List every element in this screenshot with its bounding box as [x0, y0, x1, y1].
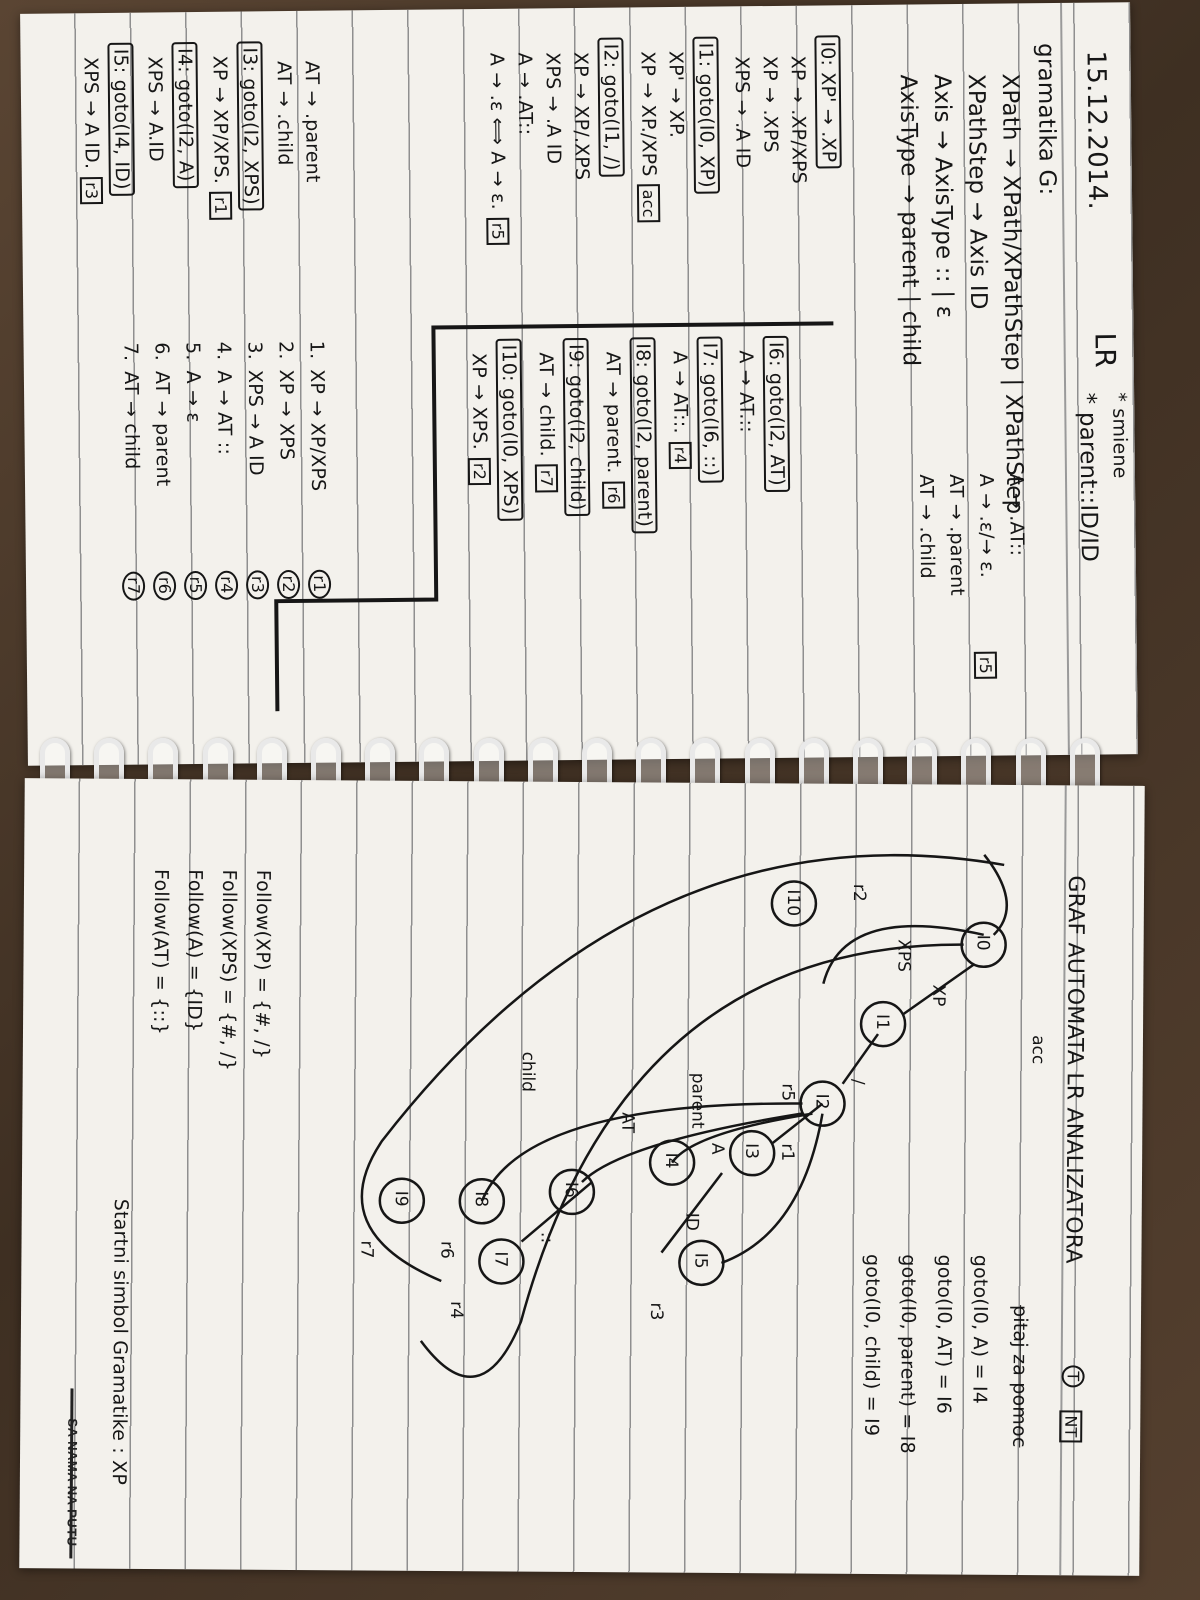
- notebook-page-bottom: GRAF AUTOMATA LR ANALIZATORA T NT pitaj …: [19, 778, 1145, 1576]
- graph-node: I4: [661, 1153, 681, 1169]
- follow-sets: Follow(XP) = {#, /} Follow(XPS) = {#, /}…: [149, 869, 274, 1071]
- graph-node: I2: [811, 1094, 831, 1110]
- graph-node: I10: [783, 889, 803, 916]
- edge-label: /: [848, 1079, 868, 1085]
- follow-set: Follow(A) = {ID}: [183, 869, 207, 1033]
- notebook-page-top: 15.12.2014. LR * smiene * parent::ID/ID …: [20, 2, 1138, 766]
- edge-label: A: [707, 1143, 727, 1155]
- edge-label: ID: [682, 1213, 702, 1231]
- graph-node: I1: [872, 1014, 892, 1030]
- edge-label: r7: [356, 1240, 376, 1258]
- edge-label: r1: [777, 1143, 797, 1161]
- edge-label: r2: [849, 884, 869, 902]
- graph-node: I3: [741, 1143, 761, 1159]
- lr-automaton-graph: I0 I1 I2 I3 I4 I5 I6 I7 I8 I9: [356, 854, 1048, 1378]
- graph-node: I9: [391, 1191, 411, 1207]
- edge-label: AT: [617, 1112, 637, 1133]
- graph-node: I8: [471, 1191, 491, 1207]
- brand-text: SA NAMA NA PUTU: [64, 1418, 81, 1547]
- graph-node: I5: [690, 1253, 710, 1269]
- follow-set: Follow(XP) = {#, /}: [250, 869, 275, 1060]
- separator-stroke: [274, 321, 834, 712]
- edge-label: r3: [646, 1302, 666, 1320]
- edge-label: XPS: [893, 939, 913, 972]
- graph-node: I0: [973, 935, 993, 951]
- edge-label: r5: [778, 1083, 798, 1101]
- graph-node: I7: [490, 1251, 510, 1267]
- edge-label: acc: [1028, 1035, 1048, 1064]
- edge-label: r4: [446, 1301, 466, 1319]
- graph-node: I6: [561, 1182, 581, 1198]
- edge-label: r6: [436, 1241, 456, 1259]
- follow-set: Follow(AT) = {::}: [148, 868, 173, 1036]
- edge-label: ::: [537, 1232, 557, 1244]
- rotated-content-bottom: GRAF AUTOMATA LR ANALIZATORA T NT pitaj …: [19, 778, 1144, 1576]
- edge-label: child: [518, 1052, 538, 1092]
- follow-set: Follow(XPS) = {#, /}: [216, 869, 241, 1072]
- start-symbol: Startni simbol Gramatike : XP: [107, 1198, 132, 1486]
- edge-label: XP: [928, 984, 948, 1006]
- rotated-content-top: 15.12.2014. LR * smiene * parent::ID/ID …: [20, 2, 1138, 766]
- edge-label: parent: [687, 1073, 707, 1129]
